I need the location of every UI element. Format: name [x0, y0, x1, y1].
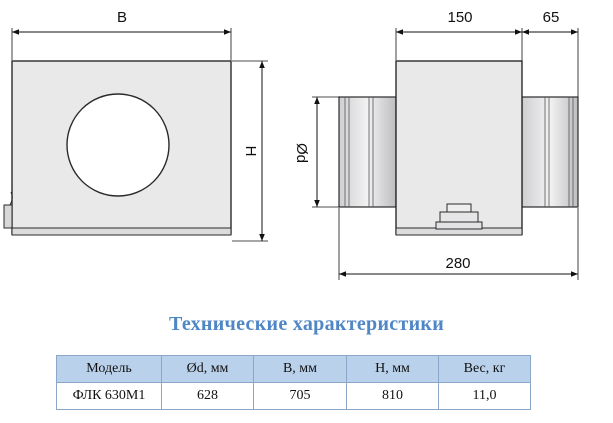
header-diameter: Ød, мм — [161, 355, 254, 383]
cell-width: 705 — [253, 382, 347, 410]
table-row: ФЛК 630М1 628 705 810 11,0 — [56, 382, 531, 410]
table-header-row: Модель Ød, мм B, мм H, мм Вес, кг — [56, 355, 531, 383]
outlet-opening — [66, 93, 170, 197]
header-model: Модель — [56, 355, 162, 383]
spec-table: Модель Ød, мм B, мм H, мм Вес, кг ФЛК 63… — [56, 355, 531, 410]
length-dimension-label: 280 — [445, 255, 470, 272]
header-weight: Вес, кг — [438, 355, 531, 383]
header-height: H, мм — [346, 355, 439, 383]
diameter-dimension-label: Ød — [293, 143, 310, 163]
cell-height: 810 — [346, 382, 439, 410]
right-spigot — [521, 96, 579, 208]
cable-gland — [3, 204, 13, 229]
spigot-dimension-label: 65 — [543, 9, 560, 26]
left-spigot — [338, 96, 397, 208]
cell-model: ФЛК 630М1 — [56, 382, 162, 410]
cell-weight: 11,0 — [438, 382, 531, 410]
cell-diameter: 628 — [161, 382, 254, 410]
front-view: B H — [3, 9, 268, 242]
technical-drawing: B H 150 65 — [3, 9, 579, 280]
h-dimension-label: H — [242, 146, 259, 157]
header-width: B, мм — [253, 355, 347, 383]
depth-dimension-label: 150 — [447, 9, 472, 26]
section-title: Технические характеристики — [168, 313, 445, 335]
side-view: 150 65 Ød 280 — [293, 9, 579, 280]
b-dimension-label: B — [117, 9, 127, 26]
terminal-box — [435, 203, 483, 230]
